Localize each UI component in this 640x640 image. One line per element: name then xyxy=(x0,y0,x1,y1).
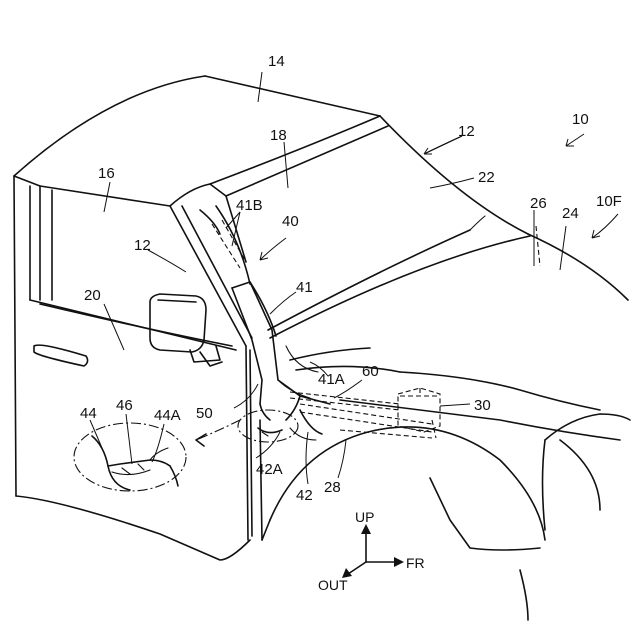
windshield xyxy=(210,116,530,338)
label-20: 20 xyxy=(84,287,101,304)
hood xyxy=(290,226,620,440)
label-41B: 41B xyxy=(236,197,263,214)
label-10: 10 xyxy=(572,111,589,128)
label-10F: 10F xyxy=(596,193,622,210)
label-24: 24 xyxy=(562,205,579,222)
label-12-roof: 12 xyxy=(458,123,475,140)
label-26: 26 xyxy=(530,195,547,212)
direction-axes: UP FR OUT xyxy=(318,509,425,593)
label-46: 46 xyxy=(116,397,133,414)
axis-up-label: UP xyxy=(355,509,374,525)
roof-outline xyxy=(14,76,628,300)
detail-view xyxy=(74,423,186,491)
axis-out-label: OUT xyxy=(318,577,348,593)
label-18: 18 xyxy=(270,127,287,144)
label-50: 50 xyxy=(196,405,213,422)
label-14: 14 xyxy=(268,53,285,70)
axis-front-label: FR xyxy=(406,555,425,571)
label-40: 40 xyxy=(282,213,299,230)
front-pillar xyxy=(170,196,252,346)
label-12-pillar: 12 xyxy=(134,237,151,254)
label-22: 22 xyxy=(478,169,495,186)
label-16: 16 xyxy=(98,165,115,182)
label-44A: 44A xyxy=(154,407,181,424)
label-28: 28 xyxy=(324,479,341,496)
side-mirror xyxy=(150,294,222,366)
label-30: 30 xyxy=(474,397,491,414)
label-44: 44 xyxy=(80,405,97,422)
label-60: 60 xyxy=(362,363,379,380)
label-41: 41 xyxy=(296,279,313,296)
detail-arrow xyxy=(196,420,240,446)
label-42: 42 xyxy=(296,487,313,504)
label-42A: 42A xyxy=(256,461,283,478)
label-41A: 41A xyxy=(318,371,345,388)
